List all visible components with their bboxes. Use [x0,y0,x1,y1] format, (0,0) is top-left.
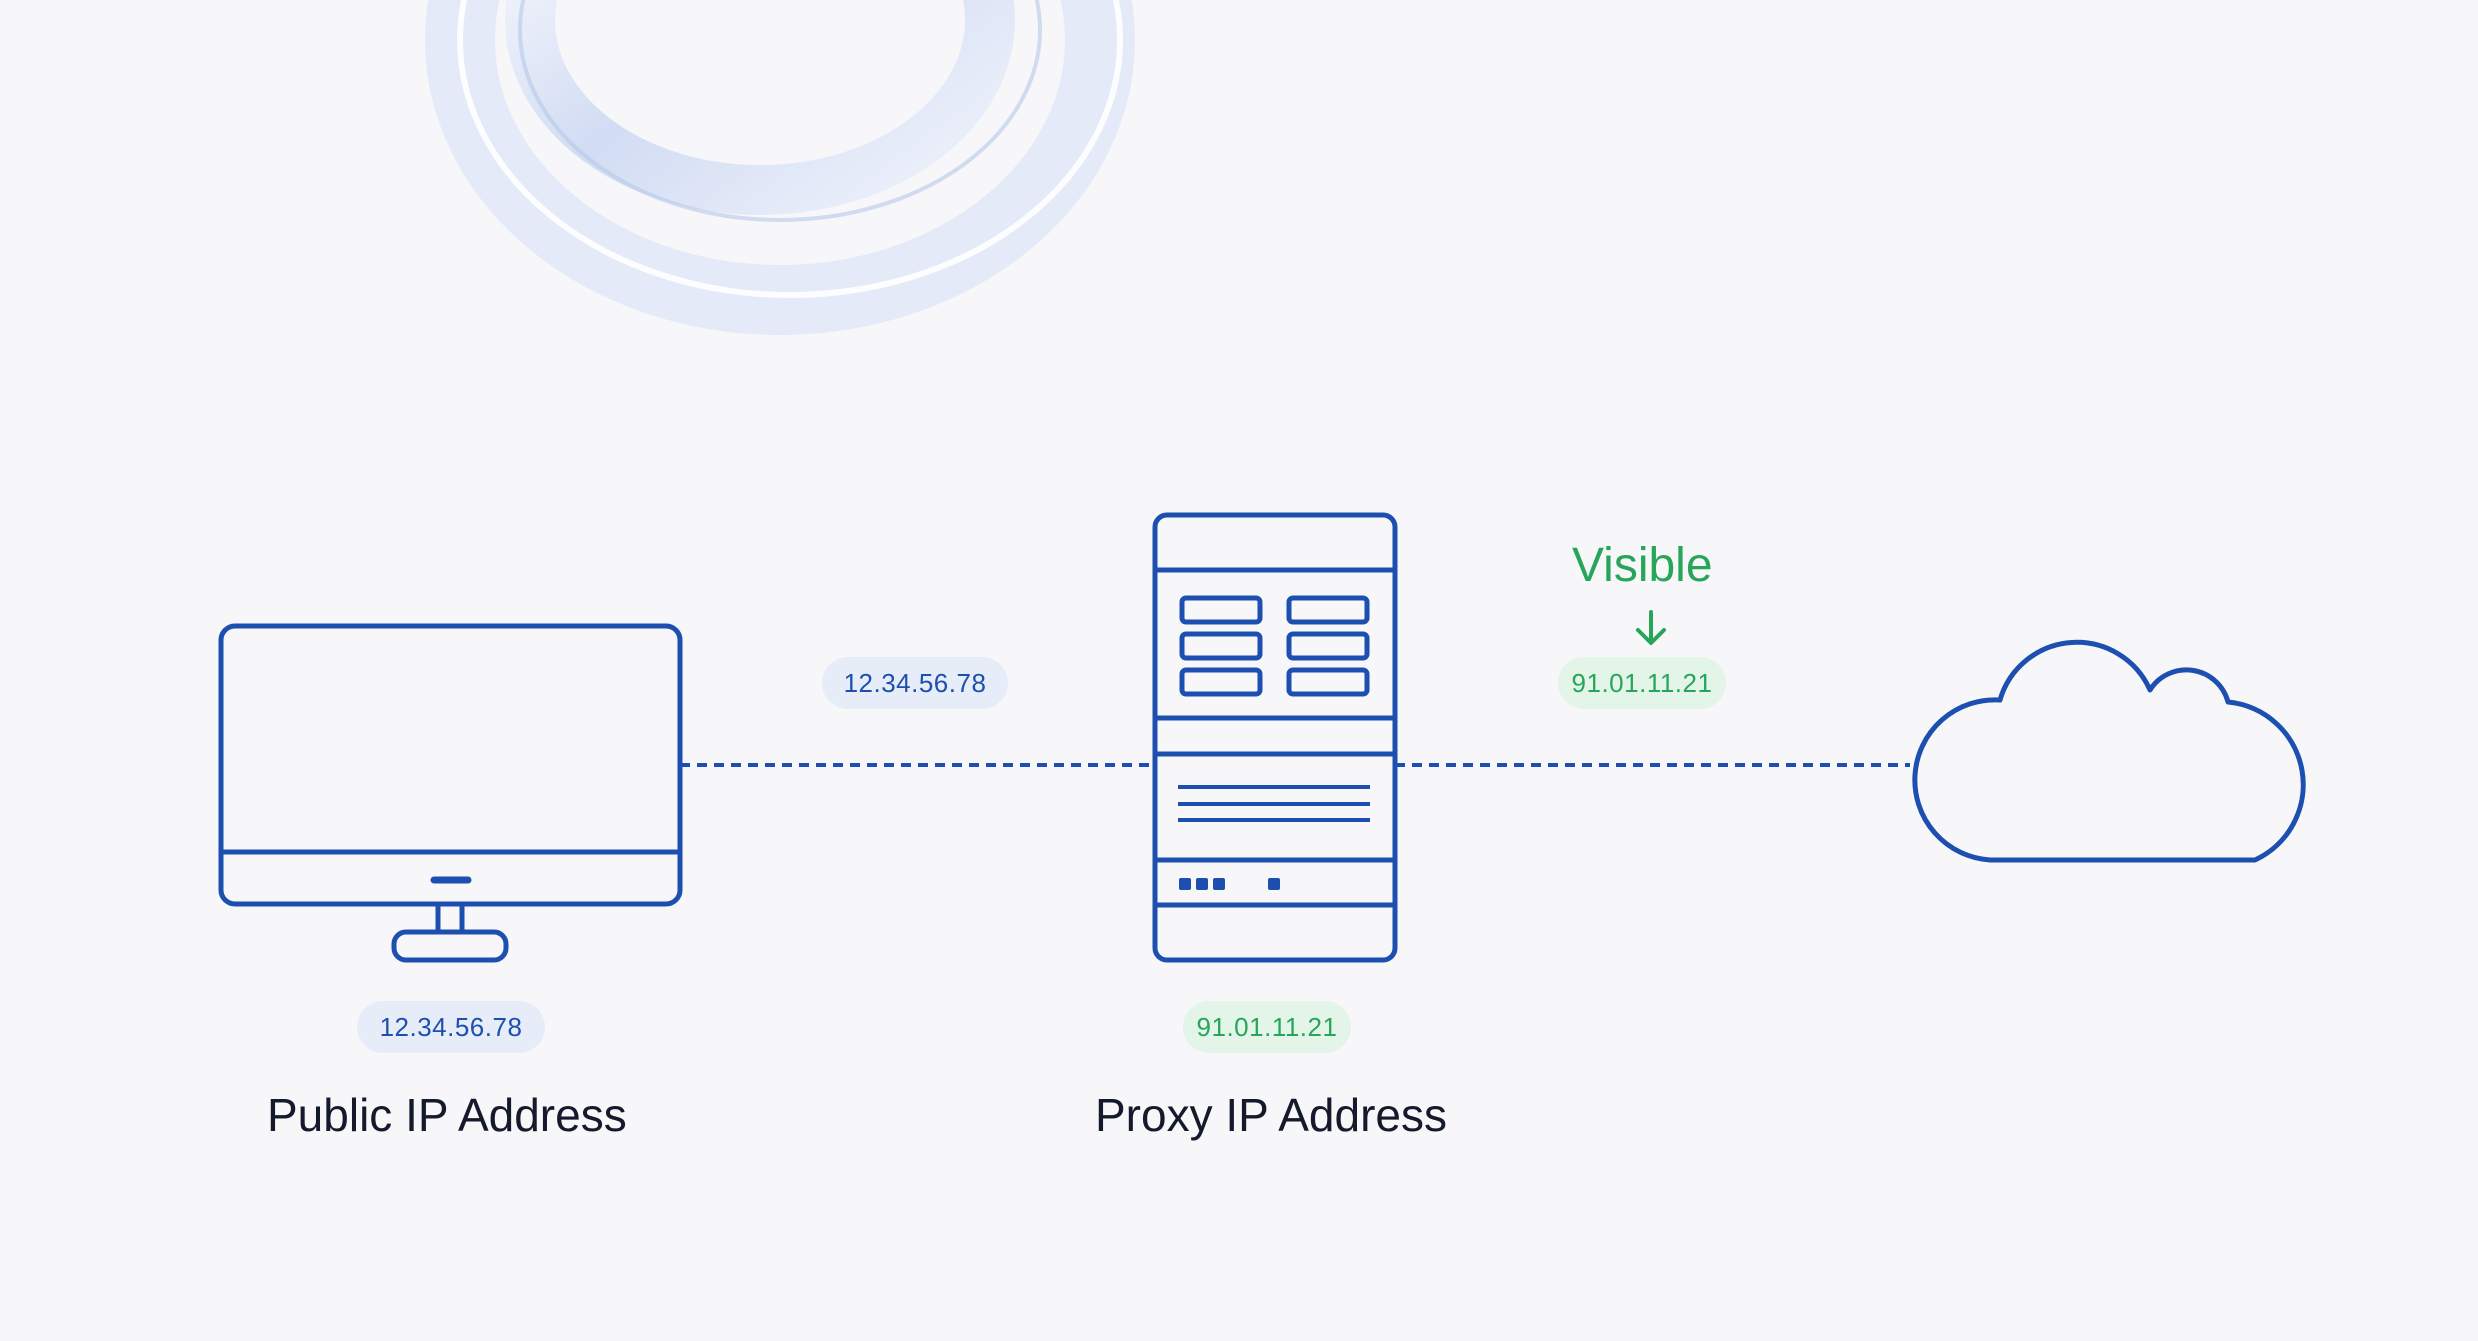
proxy-ip-badge: 91.01.11.21 [1183,1001,1351,1053]
arrow-down-icon [1636,610,1666,645]
cloud-icon [1912,639,2306,863]
visible-label: Visible [1572,539,1713,592]
client-ip-badge: 12.34.56.78 [357,1001,545,1053]
client-caption: Public IP Address [267,1089,627,1141]
proxy-caption: Proxy IP Address [1095,1089,1447,1141]
proxy-internet-ip-badge: 91.01.11.21 [1558,657,1726,709]
monitor-icon [218,623,683,963]
server-icon [1152,512,1398,963]
decorative-ring-icon [425,0,1135,335]
client-proxy-ip-badge: 12.34.56.78 [822,657,1008,709]
